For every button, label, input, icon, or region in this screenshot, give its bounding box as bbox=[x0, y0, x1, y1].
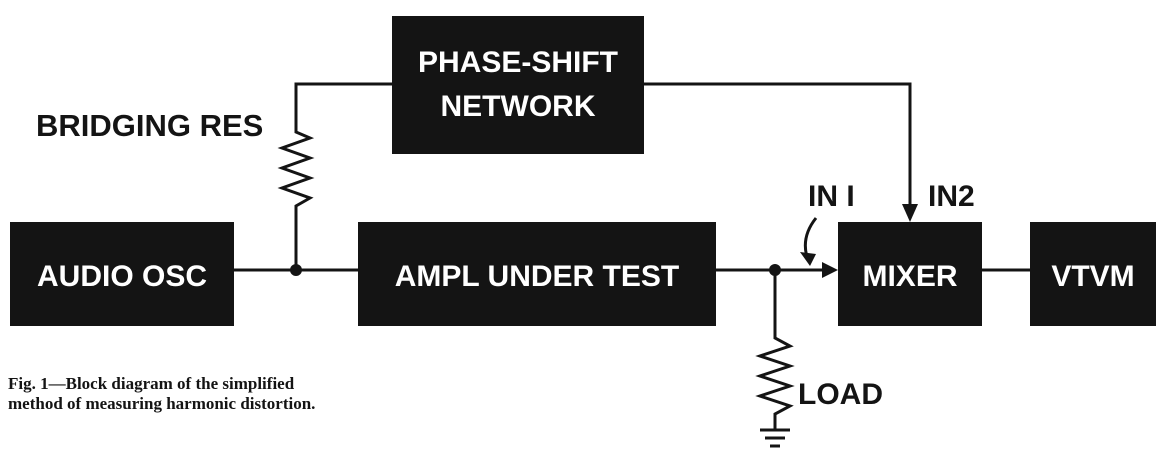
caption-line-2: method of measuring harmonic distortion. bbox=[8, 394, 316, 413]
ampl-under-test-block bbox=[358, 222, 716, 326]
load-label: LOAD bbox=[798, 378, 883, 411]
in2-label: IN2 bbox=[928, 180, 975, 213]
in2-arrowhead bbox=[902, 204, 918, 222]
in1-arrowhead bbox=[822, 262, 838, 278]
caption-line-1: Fig. 1—Block diagram of the simplified bbox=[8, 374, 295, 393]
load-resistor-symbol bbox=[755, 270, 795, 430]
vtvm-block bbox=[1030, 222, 1156, 326]
phase-shift-network-block bbox=[392, 16, 644, 154]
junction-dot-input bbox=[290, 264, 302, 276]
bridging-resistor-symbol bbox=[277, 120, 315, 212]
mixer-block bbox=[838, 222, 982, 326]
ampl-under-test-label: AMPL UNDER TEST bbox=[395, 260, 679, 293]
phase-shift-label-line2: NETWORK bbox=[441, 90, 596, 123]
bridging-res-label: BRIDGING RES bbox=[36, 108, 263, 143]
vtvm-label: VTVM bbox=[1051, 260, 1134, 293]
in1-pointer-head bbox=[800, 252, 816, 266]
audio-osc-label: AUDIO OSC bbox=[37, 260, 207, 293]
wire-resistor-to-phase-network bbox=[294, 82, 392, 120]
mixer-label: MIXER bbox=[862, 260, 957, 293]
figure-caption: Fig. 1—Block diagram of the simplified m… bbox=[8, 374, 508, 414]
audio-osc-block bbox=[10, 222, 234, 326]
in1-label: IN I bbox=[808, 180, 855, 213]
phase-shift-label-line1: PHASE-SHIFT bbox=[418, 46, 618, 79]
wire-phase-to-in2 bbox=[644, 82, 912, 208]
